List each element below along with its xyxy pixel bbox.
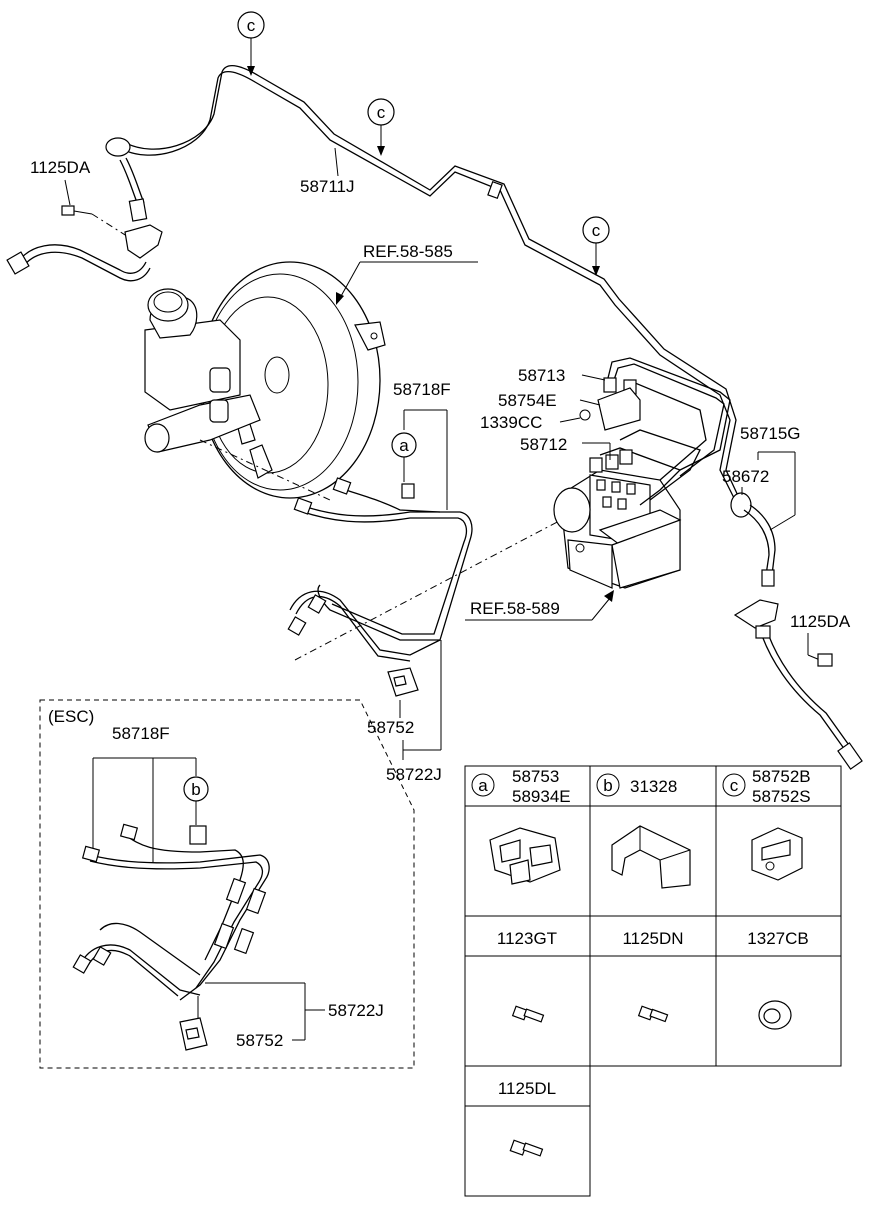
- svg-text:58672: 58672: [722, 467, 769, 486]
- svg-text:1339CC: 1339CC: [480, 413, 542, 432]
- svg-text:58752B: 58752B: [752, 767, 811, 786]
- svg-text:58718F: 58718F: [112, 724, 170, 743]
- clip-31328-image: [611, 825, 691, 889]
- bolt-1125dl-image: [509, 1139, 544, 1157]
- table-cell-b: b 31328: [596, 773, 677, 797]
- svg-text:c: c: [247, 16, 256, 35]
- svg-text:58752: 58752: [236, 1031, 283, 1050]
- svg-text:c: c: [592, 221, 601, 240]
- svg-text:c: c: [730, 776, 739, 795]
- abs-hydraulic-unit: [553, 469, 682, 589]
- svg-text:58713: 58713: [518, 366, 565, 385]
- table-cell-1123gt: 1123GT: [497, 929, 557, 948]
- callout-c-2: c: [367, 98, 395, 126]
- table-cell-c: c 58752B 58752S: [722, 767, 811, 806]
- bolt-1123gt-image: [511, 1005, 545, 1023]
- svg-text:58722J: 58722J: [328, 1001, 384, 1020]
- master-cylinder: [144, 288, 261, 453]
- abs-lines: [579, 357, 731, 506]
- svg-text:REF.58-589: REF.58-589: [470, 599, 560, 618]
- centerline-2: [199, 439, 331, 501]
- table-cell-1125dl: 1125DL: [498, 1079, 556, 1098]
- svg-text:58712: 58712: [520, 435, 567, 454]
- svg-text:1125DA: 1125DA: [30, 158, 91, 177]
- bolt-1125dn-image: [637, 1005, 669, 1023]
- svg-text:58753: 58753: [512, 767, 559, 786]
- svg-text:c: c: [377, 103, 386, 122]
- svg-text:b: b: [603, 776, 612, 795]
- svg-text:a: a: [399, 436, 409, 455]
- svg-text:58752S: 58752S: [752, 787, 811, 806]
- label-58711j: 58711J: [300, 177, 355, 196]
- table-cell-1125dn: 1125DN: [622, 929, 683, 948]
- svg-text:a: a: [478, 776, 488, 795]
- callout-leaders: [247, 38, 600, 276]
- ref-58-585-leader: REF.58-585: [336, 242, 478, 305]
- callout-c-3: c: [582, 216, 610, 244]
- ref-58-589-leader: REF.58-589: [465, 590, 614, 621]
- svg-text:58752: 58752: [367, 718, 414, 737]
- svg-text:58754E: 58754E: [498, 391, 557, 410]
- right-labels: 58715G 58672 1125DA: [722, 424, 851, 655]
- svg-text:1125DA: 1125DA: [790, 612, 851, 631]
- svg-text:b: b: [191, 780, 200, 799]
- brake-booster: [199, 261, 386, 499]
- svg-text:31328: 31328: [630, 777, 677, 796]
- label-58718f-group: 58718F a: [391, 380, 451, 510]
- label-58752-58722j-group: 58752 58722J: [367, 640, 442, 784]
- middle-brake-lines: [287, 477, 473, 662]
- svg-text:(ESC): (ESC): [48, 707, 94, 726]
- svg-text:58722J: 58722J: [386, 765, 442, 784]
- nut-1327cb-image: [758, 1000, 792, 1030]
- callout-c-1: c: [237, 11, 265, 39]
- table-cell-1327cb: 1327CB: [747, 929, 808, 948]
- parts-table: a 58753 58934E b 31328 c 58752B 58752S: [464, 765, 842, 1197]
- abs-labels: 58713 58754E 1339CC 58712: [480, 366, 611, 460]
- left-hose-bracket: 1125DA: [6, 158, 163, 282]
- svg-text:58715G: 58715G: [740, 424, 801, 443]
- bracket-58752: [387, 667, 419, 697]
- centerline-1: [294, 509, 581, 661]
- esc-inset: (ESC) 58718F b 58722J 58752: [39, 699, 415, 1069]
- brake-line-58711j: [105, 65, 741, 501]
- svg-text:58718F: 58718F: [393, 380, 451, 399]
- svg-text:REF.58-585: REF.58-585: [363, 242, 453, 261]
- clip-58752b-image: [751, 827, 803, 881]
- svg-text:58934E: 58934E: [512, 787, 571, 806]
- right-hose-assembly: [730, 492, 863, 770]
- table-cell-a: a 58753 58934E: [471, 767, 571, 806]
- clip-58753-image: [489, 827, 561, 885]
